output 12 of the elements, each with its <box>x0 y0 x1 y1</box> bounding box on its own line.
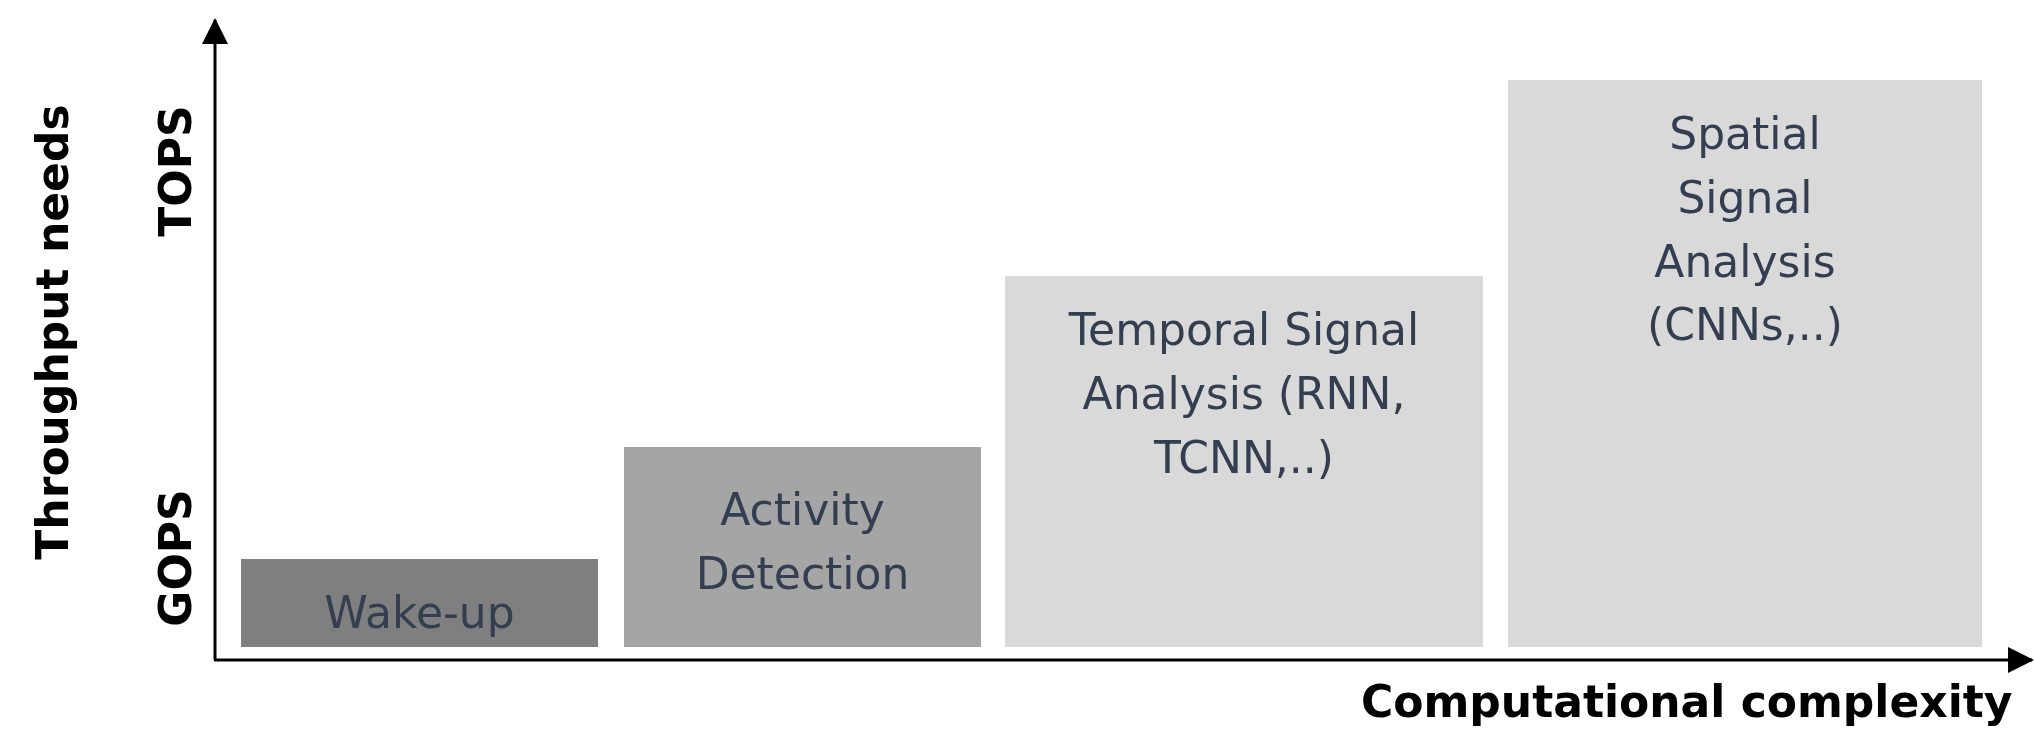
rectangle-block <box>241 559 598 647</box>
block-label: Wake-up <box>324 586 515 641</box>
rectangle-block <box>624 447 981 647</box>
block-label: Temporal Signal Analysis (RNN, TCNN,..) <box>1067 303 1421 485</box>
axis-tick-label: GOPS <box>153 489 198 627</box>
axis-title: Computational complexity <box>1361 680 2013 724</box>
rectangle-block <box>1005 276 1483 647</box>
axis-tick-label: TOPS <box>153 105 198 237</box>
block-label: Spatial Signal Analysis (CNNs,..) <box>1646 107 1844 353</box>
axis-title: Throughput needs <box>30 104 75 560</box>
block-label: Activity Detection <box>694 483 911 601</box>
rectangle-block <box>1508 80 1982 647</box>
